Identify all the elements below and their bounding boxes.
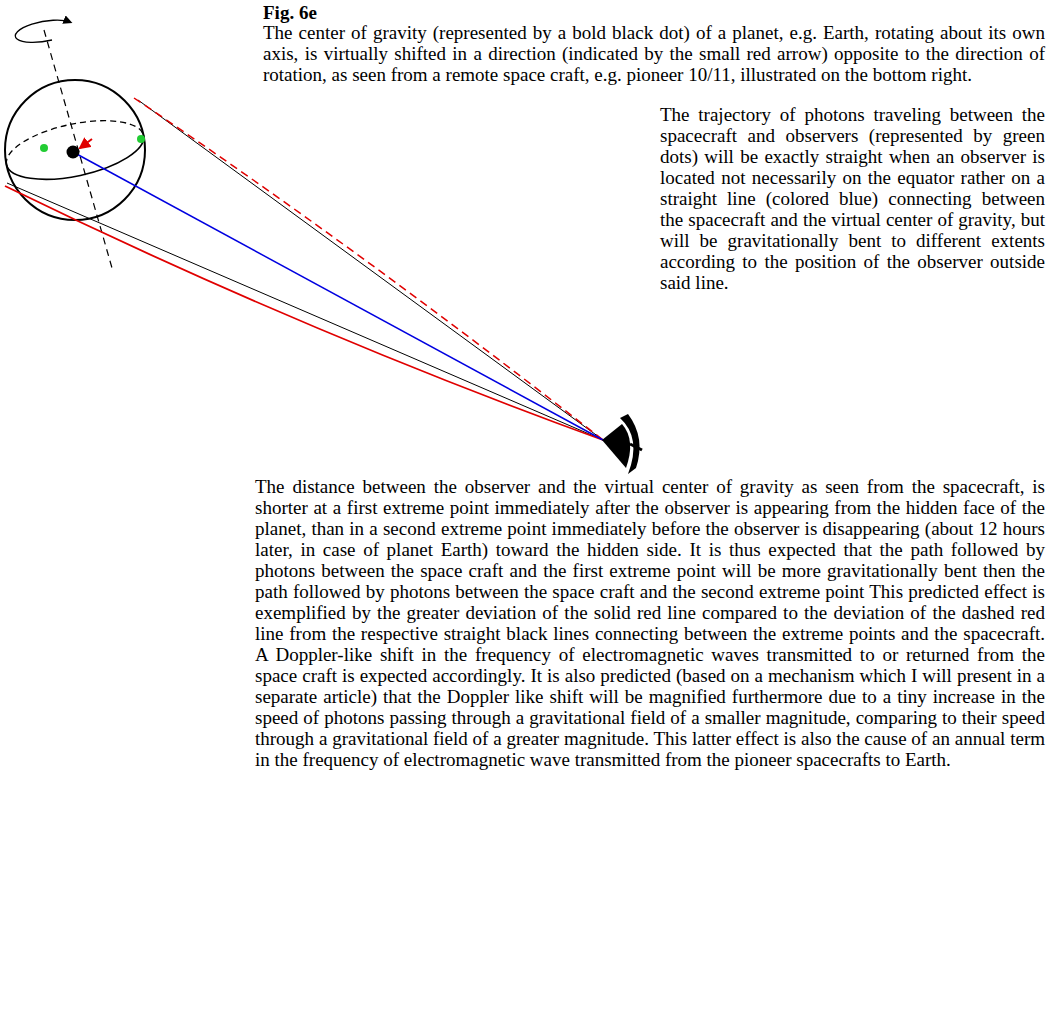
equator-back bbox=[1, 110, 143, 165]
note-text: The distance between the observer and th… bbox=[255, 476, 1045, 770]
rotation-arrow bbox=[15, 20, 70, 42]
blue-line bbox=[73, 152, 603, 440]
shift-arrow bbox=[80, 139, 92, 148]
center-of-gravity bbox=[67, 146, 80, 159]
observer-dot bbox=[40, 144, 48, 152]
spacecraft bbox=[602, 414, 642, 474]
bent-path-solid bbox=[5, 186, 603, 440]
note-text: The trajectory of photons traveling betw… bbox=[660, 104, 1045, 293]
figure-title: Fig. 6e bbox=[263, 2, 563, 23]
straight-line-second bbox=[138, 100, 603, 440]
figure-caption: The center of gravity (represented by a … bbox=[263, 22, 1045, 85]
planet-outline bbox=[5, 80, 145, 220]
observer-dot bbox=[137, 135, 145, 143]
bent-path-dashed bbox=[134, 98, 603, 440]
